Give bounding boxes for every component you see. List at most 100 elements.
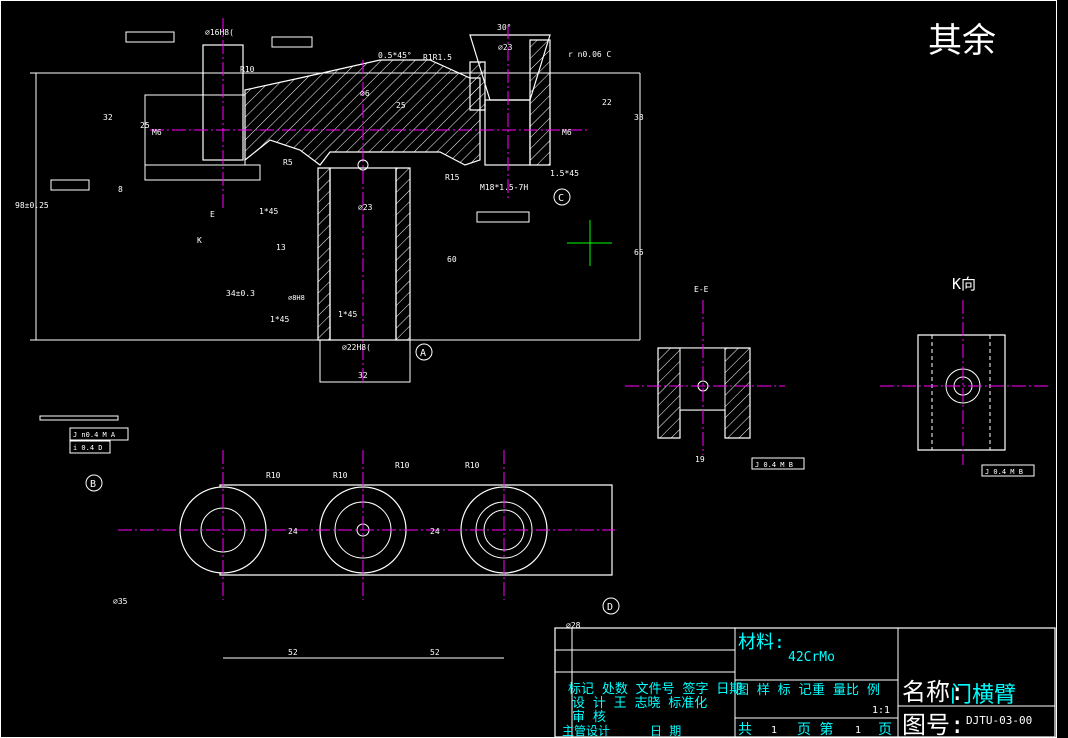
dim-m6b: M6 [562, 128, 572, 137]
dim-h22: 22 [602, 98, 612, 107]
dim-h33: 33 [634, 113, 644, 122]
datum-b: B [90, 479, 96, 490]
k-body [917, 334, 1006, 451]
dim-h65: 65 [634, 248, 644, 257]
plan-r10c: R10 [395, 461, 410, 470]
tb-sheet-end: 页 [878, 722, 892, 738]
dim-h25: 25 [140, 121, 150, 130]
tb-drawno-label: 图号: [902, 711, 964, 738]
plan-l52b: 52 [430, 648, 440, 657]
dim-r10: R10 [240, 65, 255, 74]
k-tol: J 0.4 M B [985, 468, 1023, 476]
right-boss-hatch [469, 39, 551, 166]
datum-b-circle [85, 474, 103, 492]
plan-w24b: 24 [430, 527, 440, 536]
tb-name-label: 名称: [902, 678, 964, 706]
plan-tol-box-1 [69, 427, 129, 441]
surface-note: 其余 [928, 21, 996, 61]
plan-d28: ⌀28 [566, 621, 581, 630]
main-section-view: ⌀16H8( R10 0.5*45° R1R1.5 30° ⌀23 r n0.0… [15, 18, 644, 385]
dim-w25: 25 [396, 101, 406, 110]
tol-box-4 [476, 211, 530, 223]
dim-d6: ⌀6 [360, 89, 370, 98]
dim-ang30: 30° [497, 23, 511, 32]
dim-c15: 1.5*45 [550, 169, 579, 178]
tb-weight: 重 量 [812, 682, 846, 698]
datum-d: D [607, 602, 613, 613]
dim-m18: M18*1.5-7H [480, 183, 528, 192]
dim-h8: 8 [118, 185, 123, 194]
title-block-border [554, 627, 1056, 738]
tol-box-3 [50, 179, 90, 191]
dim-r1: R1R1.5 [423, 53, 452, 62]
plan-w24a: 24 [288, 527, 298, 536]
plan-d35: ⌀35 [113, 597, 128, 606]
tb-row-date: 日 期 [650, 724, 681, 738]
dim-h13: 13 [276, 243, 286, 252]
tb-part-name: 门横臂 [950, 683, 1016, 708]
plan-tol2: i 0.4 D [73, 444, 103, 452]
tb-row-design: 设 计 王 志晓 标准化 [572, 696, 707, 711]
dim-c1b: 1*45 [270, 315, 289, 324]
dim-k: K [197, 236, 202, 245]
ee-title: E-E [694, 285, 709, 294]
plan-l52a: 52 [288, 648, 298, 657]
datum-d-circle [602, 597, 620, 615]
title-block: 材料: 42CrMo 名称: 门横臂 图号: DJTU-03-00 1:1 标记… [554, 627, 1056, 738]
dim-h60: 60 [447, 255, 457, 264]
tb-ratio: 比 例 [846, 683, 880, 698]
ee-view: E-E 19 J 0.4 M B [625, 285, 805, 470]
tb-sheet-val: 1 [855, 725, 861, 736]
dim-c1: 1*45 [259, 207, 278, 216]
plan-tol-box-2 [69, 440, 111, 454]
plan-r10a: R10 [266, 471, 281, 480]
small-hole [357, 159, 369, 171]
tb-sheet-total: 共 [738, 722, 752, 738]
dim-w32: 32 [358, 371, 368, 380]
dim-h32: 32 [103, 113, 113, 122]
tb-stage: 图 样 标 记 [736, 683, 811, 698]
k-view: K向 J 0.4 M B [880, 275, 1050, 477]
dim-m6: M6 [152, 128, 162, 137]
dim-d16: ⌀16H8( [205, 28, 234, 37]
tb-sheet-label: 页 第 [797, 721, 833, 738]
dim-h98: 98±0.25 [15, 201, 49, 210]
datum-c-circle [553, 188, 571, 206]
datum-a: A [420, 348, 426, 359]
dim-d23b: ⌀23 [358, 203, 373, 212]
ee-tol-box [751, 457, 805, 470]
tb-material-label: 材料: [738, 632, 785, 653]
plan-top-bar [39, 415, 119, 421]
dim-r15: R15 [445, 173, 460, 182]
left-base [144, 164, 261, 181]
dim-d23: ⌀23 [498, 43, 513, 52]
dim-r5: R5 [283, 158, 293, 167]
dim-d22: ⌀22H8( [342, 343, 371, 352]
plan-r10b: R10 [333, 471, 348, 480]
dim-d8: ⌀8H8 [288, 294, 305, 302]
tb-material: 42CrMo [788, 650, 835, 665]
ee-dim19: 19 [695, 455, 705, 464]
k-tol-box [981, 464, 1035, 477]
tb-row-chief: 主管设计 [562, 723, 610, 738]
k-title: K向 [952, 275, 976, 293]
tol-box-2 [271, 36, 313, 48]
tb-scale: 1:1 [872, 705, 890, 716]
ee-tol: J 0.4 M B [755, 461, 793, 469]
tb-sheet-total-val: 1 [771, 725, 777, 736]
dim-flat: r n0.06 C [568, 50, 612, 59]
plan-view: J n0.4 M A i 0.4 D B R10 R10 R10 R10 24 … [39, 415, 620, 659]
dim-c05: 0.5*45° [378, 51, 412, 60]
tol-box-1 [125, 31, 175, 43]
plan-tol1: J n0.4 M A [73, 431, 116, 439]
tb-drawno: DJTU-03-00 [966, 714, 1032, 727]
dim-e: E [210, 210, 215, 219]
tb-row-review: 审 核 [572, 710, 606, 725]
plan-r10d: R10 [465, 461, 480, 470]
dim-h34: 34±0.3 [226, 289, 255, 298]
tb-row-mark: 标记 处数 文件号 签字 日期 [568, 681, 742, 697]
datum-a-circle [415, 343, 433, 361]
dim-c1c: 1*45 [338, 310, 357, 319]
